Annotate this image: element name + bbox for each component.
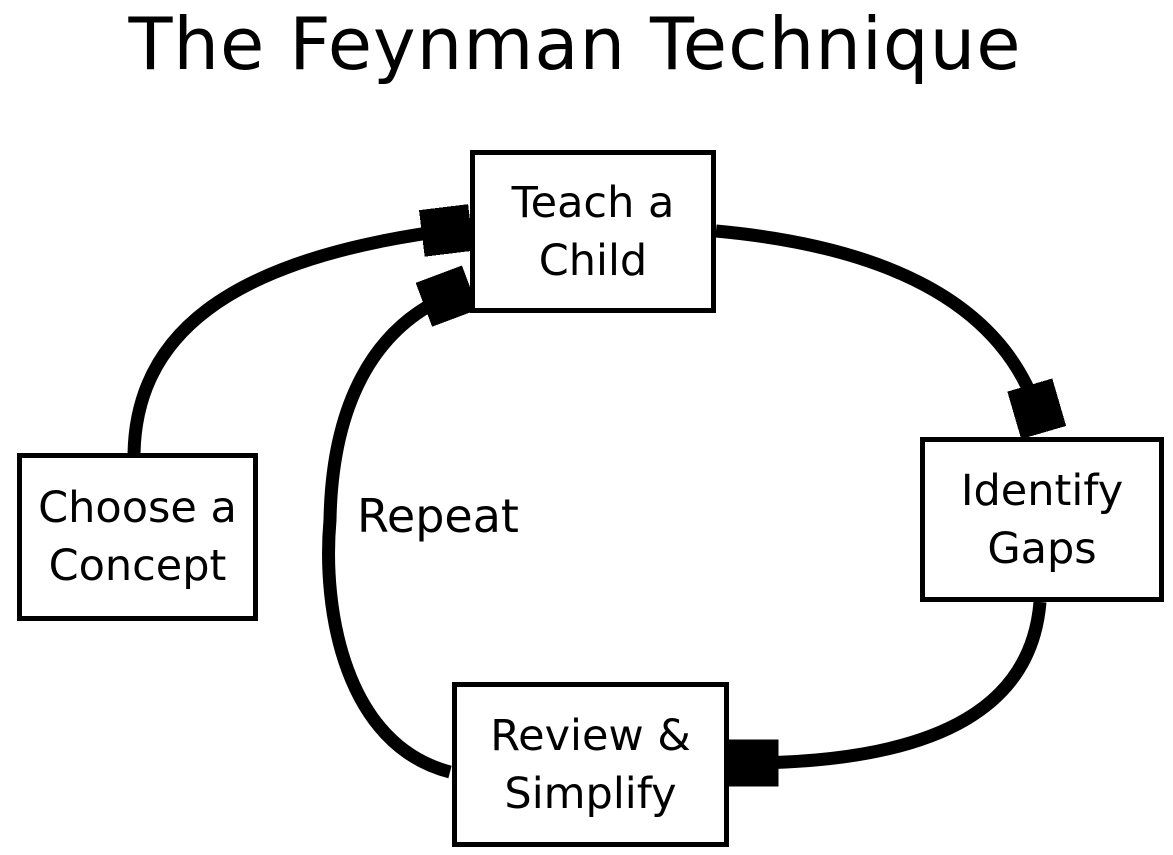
repeat-label: Repeat [357,489,519,543]
node-label-line: Identify [960,465,1124,516]
node-label-line: Review & [490,710,691,761]
node-label-line: Teach a [511,177,675,228]
node-label-line: Concept [48,541,227,591]
diagram-title: The Feynman Technique [128,2,1022,86]
node-identify-gaps: Identify Gaps [920,437,1164,602]
arrow-teach-to-identify [715,224,1040,420]
arrow-repeat-review-to-teach [322,292,458,779]
node-label-line: Simplify [504,768,677,819]
node-review-simplify: Review & Simplify [452,682,729,847]
arrow-choose-to-teach [127,229,458,455]
node-label-line: Gaps [987,523,1097,574]
node-teach-a-child: Teach a Child [470,150,716,313]
node-choose-a-concept: Choose a Concept [17,453,258,621]
node-label-line: Choose a [38,483,237,533]
node-label-line: Child [538,235,648,286]
arrow-identify-to-review [742,601,1047,763]
